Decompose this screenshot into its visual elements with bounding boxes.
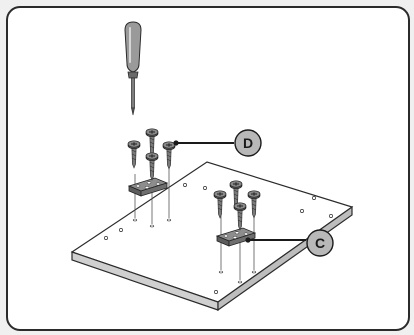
screw-icon <box>145 128 159 157</box>
callout-d: D <box>173 129 262 157</box>
assembly-diagram: D C <box>70 21 354 312</box>
screwdriver-icon <box>124 21 142 116</box>
callout-c-label: C <box>315 235 325 251</box>
screw-icon <box>145 152 159 181</box>
callout-c: C <box>245 229 334 257</box>
screw-icon <box>162 141 176 170</box>
instruction-panel: D C <box>6 6 410 331</box>
screw-icon <box>127 140 141 169</box>
callout-d-label: D <box>243 135 253 151</box>
